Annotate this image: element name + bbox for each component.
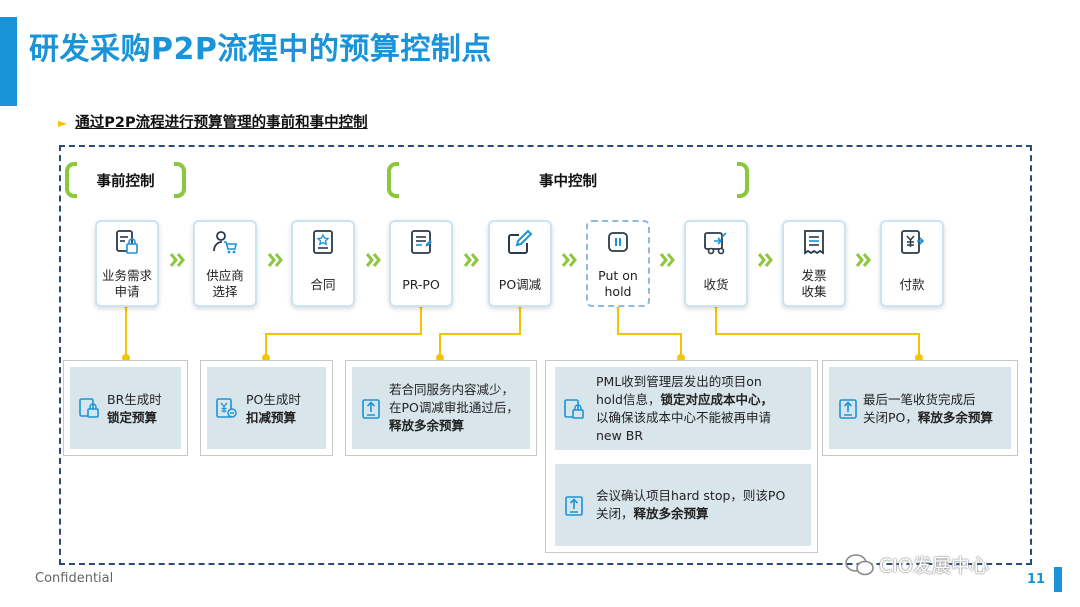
note-contract: 若合同服务内容减少，在PO调减审批通过后，释放多余预算	[352, 367, 530, 449]
release-document-icon	[565, 496, 583, 516]
note-panel-po: PO生成时扣减预算	[200, 360, 333, 456]
release-document-icon	[362, 399, 380, 419]
step-label: 供应商选择	[206, 268, 244, 299]
watermark-text: CIO发展中心	[879, 555, 989, 577]
delivery-truck-icon	[704, 232, 727, 255]
note-br: BR生成时锁定预算	[70, 367, 181, 449]
chevron-right-icon	[561, 253, 577, 267]
phase-pre-control: 事前控制	[65, 160, 186, 200]
phase-pre-label: 事前控制	[96, 173, 155, 190]
bullet-triangle-icon: ►	[58, 116, 68, 130]
watermark: CIO发展中心	[845, 551, 989, 578]
supplier-cart-icon	[213, 231, 237, 254]
note-panel-contract: 若合同服务内容减少，在PO调减审批通过后，释放多余预算	[345, 360, 537, 456]
release-document-icon	[839, 399, 857, 419]
step-label: 合同	[310, 277, 336, 292]
section-subtitle: ► 通过P2P流程进行预算管理的事前和事中控制	[58, 111, 368, 132]
step-contract: 合同	[291, 220, 355, 307]
note-panel-last: 最后一笔收货完成后关闭PO，释放多余预算	[822, 360, 1018, 456]
edit-icon	[508, 229, 533, 254]
request-form-icon	[116, 230, 138, 254]
note-contract-text: 若合同服务内容减少，在PO调减审批通过后，释放多余预算	[389, 382, 519, 433]
page-number: 11	[1027, 572, 1046, 587]
phase-during-control: 事中控制	[387, 160, 749, 200]
note-po-text: PO生成时扣减预算	[246, 392, 301, 425]
payment-icon	[901, 230, 925, 254]
lock-document-icon	[79, 398, 99, 418]
pause-icon	[608, 232, 628, 252]
step-pr-po: PR-PO	[389, 220, 453, 307]
chevron-right-icon	[169, 253, 185, 267]
step-supplier-selection: 供应商选择	[193, 220, 257, 307]
note-po: PO生成时扣减预算	[207, 367, 326, 449]
lock-document-icon	[564, 399, 584, 419]
wechat-icon	[845, 553, 874, 575]
step-goods-receipt: 收货	[684, 220, 748, 307]
page-title: 研发采购P2P流程中的预算控制点	[29, 32, 492, 67]
step-label: 业务需求申请	[101, 268, 152, 299]
step-invoice-collection: 发票收集	[782, 220, 846, 307]
step-label: 收货	[703, 277, 729, 292]
chevron-right-icon	[463, 253, 479, 267]
section-subtitle-text: 通过P2P流程进行预算管理的事前和事中控制	[75, 115, 368, 131]
purchase-order-icon	[411, 230, 432, 254]
page-number-bar	[1054, 567, 1062, 592]
chevron-right-icon	[365, 253, 381, 267]
phase-during-label: 事中控制	[539, 173, 597, 190]
confidential-label: Confidential	[35, 571, 114, 586]
title-accent-bar	[0, 17, 17, 106]
step-label: 发票收集	[801, 268, 827, 299]
chevron-right-icon	[757, 253, 773, 267]
step-label: 付款	[899, 277, 925, 292]
chevron-right-icon	[659, 253, 675, 267]
chevron-right-icon	[267, 253, 283, 267]
invoice-icon	[804, 230, 824, 255]
diagram-frame	[59, 145, 1032, 565]
note-panel-br: BR生成时锁定预算	[63, 360, 188, 456]
note-last-text: 最后一笔收货完成后关闭PO，释放多余预算	[863, 392, 993, 425]
step-business-request: 业务需求申请	[95, 220, 159, 307]
chevron-right-icon	[855, 253, 871, 267]
yuan-document-icon	[216, 398, 237, 418]
note-br-text: BR生成时锁定预算	[107, 392, 162, 425]
step-label: PO调减	[498, 277, 542, 292]
step-po-reduction: PO调减	[488, 220, 552, 307]
note-last: 最后一笔收货完成后关闭PO，释放多余预算	[829, 367, 1011, 449]
contract-icon	[313, 230, 333, 254]
step-label: PR-PO	[402, 277, 440, 292]
step-payment: 付款	[880, 220, 944, 307]
